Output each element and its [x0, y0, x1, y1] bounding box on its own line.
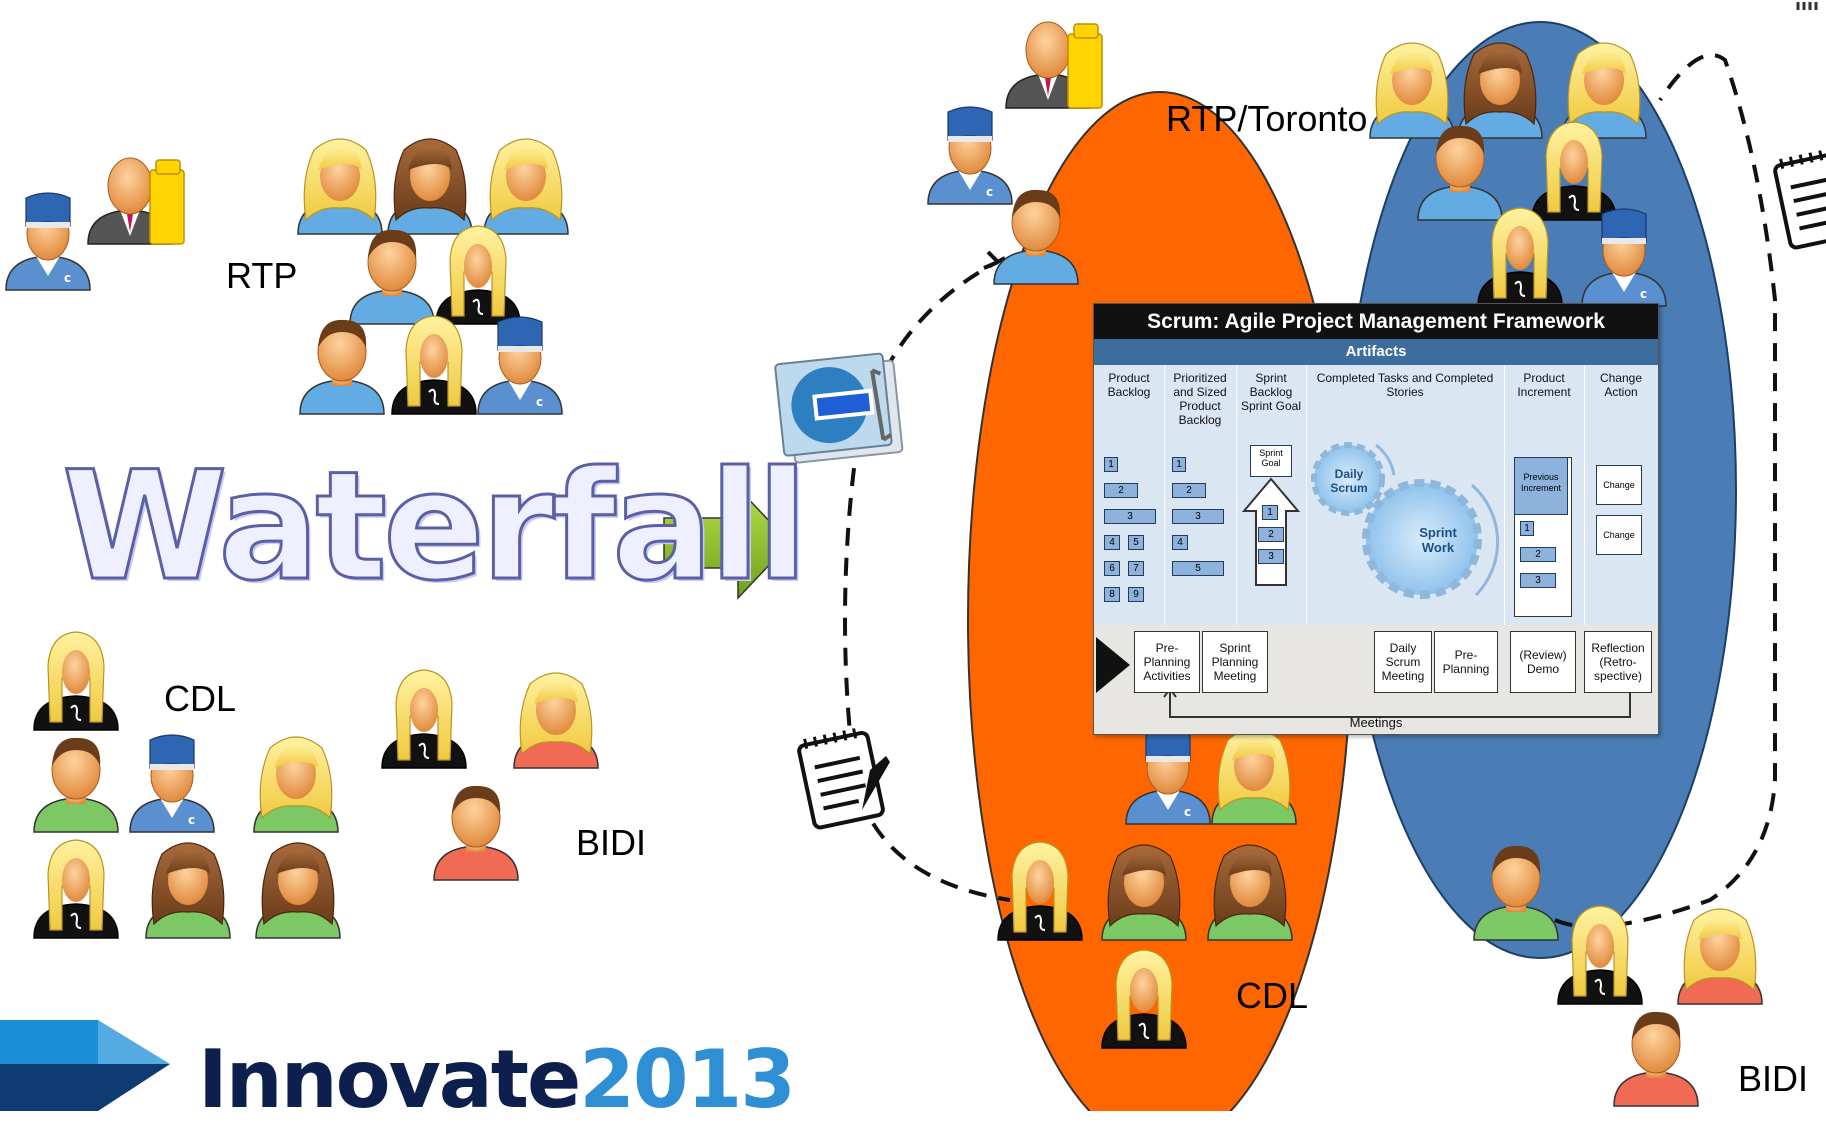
sprint-item: 1	[1262, 505, 1278, 520]
increment-item: 3	[1520, 573, 1556, 588]
corner-mark	[1796, 2, 1818, 10]
backlog-item: 9	[1128, 587, 1144, 602]
notepad-icon	[1772, 146, 1826, 251]
backlog-item: 4	[1104, 535, 1120, 550]
column-header: Prioritized and Sized Product Backlog	[1173, 371, 1227, 427]
person-icon	[1613, 1011, 1699, 1107]
sprint-item: 2	[1258, 527, 1284, 542]
person-icon	[1677, 908, 1763, 1005]
meeting-daily-scrum: Daily Scrum Meeting	[1374, 631, 1432, 693]
label-rtp-toronto: RTP/Toronto	[1166, 98, 1368, 139]
backlog-item: 1	[1172, 457, 1186, 472]
previous-increment-box: Previous Increment	[1514, 457, 1568, 515]
backlog-item: 3	[1172, 509, 1224, 524]
backlog-item: 6	[1104, 561, 1120, 576]
completed-column: Completed Tasks and Completed Stories Da…	[1306, 365, 1505, 625]
meeting-reflection: Reflection (Retro-spective)	[1584, 631, 1652, 693]
prioritized-backlog-column: Prioritized and Sized Product Backlog 1 …	[1164, 365, 1237, 625]
label-bidi-left: BIDI	[576, 822, 647, 863]
increment-item: 2	[1520, 547, 1556, 562]
change-action-column: Change Action Change Change	[1584, 365, 1658, 625]
person-icon	[477, 316, 563, 415]
product-backlog-column: Product Backlog 1 2 3 4 5 6 7 8 9	[1094, 365, 1165, 625]
change-box: Change	[1596, 465, 1642, 505]
backlog-item: 5	[1172, 561, 1224, 576]
notepad-icon	[796, 726, 892, 831]
artifacts-header: Artifacts	[1094, 339, 1658, 365]
backlog-item: 1	[1104, 457, 1118, 472]
meeting-review-demo: (Review) Demo	[1510, 631, 1576, 693]
backlog-item: 5	[1128, 535, 1144, 550]
meetings-area: Pre-Planning Activities Sprint Planning …	[1094, 625, 1658, 734]
label-rtp: RTP	[226, 255, 298, 296]
iteration-loop	[843, 53, 1777, 929]
person-icon	[255, 842, 341, 939]
person-icon	[5, 192, 91, 291]
backlog-item: 4	[1172, 535, 1188, 550]
manager-icon	[1005, 21, 1103, 109]
person-icon	[513, 672, 599, 769]
person-icon	[253, 736, 339, 833]
change-box: Change	[1596, 515, 1642, 555]
label-cdl-right: CDL	[1236, 975, 1309, 1016]
person-icon	[33, 737, 119, 833]
person-icon	[33, 631, 119, 731]
logo-year: 2013	[579, 1033, 796, 1126]
label-cdl-left: CDL	[164, 678, 237, 719]
person-icon	[299, 319, 385, 415]
sprint-work-label: Sprint Work	[1419, 525, 1457, 555]
product-increment-column: Product Increment Previous Increment 1 2…	[1504, 365, 1585, 625]
logo-word: Innovate	[198, 1033, 581, 1126]
person-icon	[349, 229, 435, 325]
label-bidi-right: BIDI	[1738, 1058, 1809, 1099]
scrum-framework-panel: Scrum: Agile Project Management Framewor…	[1093, 303, 1659, 735]
person-icon	[1369, 42, 1455, 139]
person-icon	[381, 669, 467, 769]
planning-card-icon	[774, 352, 904, 464]
increment-item: 1	[1520, 521, 1534, 536]
sprint-item: 3	[1258, 549, 1284, 564]
column-header: Product Backlog	[1107, 371, 1151, 399]
sprint-goal-box: Sprint Goal	[1250, 445, 1292, 477]
backlog-item: 8	[1104, 587, 1120, 602]
backlog-item: 3	[1104, 509, 1156, 524]
column-header: Change Action	[1599, 371, 1643, 399]
innovate-logo-mark	[0, 1020, 170, 1111]
manager-icon	[87, 157, 185, 245]
person-icon	[433, 785, 519, 881]
scrum-title: Scrum: Agile Project Management Framewor…	[1094, 304, 1658, 339]
backlog-item: 2	[1104, 483, 1138, 498]
backlog-item: 7	[1128, 561, 1144, 576]
loop-arrowhead	[983, 250, 1000, 270]
sprint-backlog-column: Sprint Backlog Sprint Goal Sprint Goal 1…	[1236, 365, 1307, 625]
person-icon	[33, 839, 119, 939]
person-icon	[435, 225, 521, 325]
daily-scrum-label: Daily Scrum	[1330, 467, 1368, 495]
person-icon	[129, 734, 215, 833]
meetings-label: Meetings	[1349, 715, 1403, 730]
person-icon	[297, 138, 383, 235]
backlog-item: 2	[1172, 483, 1206, 498]
person-icon	[145, 842, 231, 939]
person-icon	[391, 315, 477, 415]
person-icon	[387, 138, 473, 235]
artifacts-area: Product Backlog 1 2 3 4 5 6 7 8 9 Priori…	[1094, 365, 1658, 625]
transition-arrow	[663, 486, 792, 600]
bidi-team-right	[1557, 905, 1763, 1107]
column-header: Completed Tasks and Completed Stories	[1316, 371, 1494, 399]
bidi-team-left	[381, 669, 599, 881]
meeting-pre-planning: Pre-Planning	[1434, 631, 1498, 693]
innovate-logo-text: Innovate2013	[198, 1040, 796, 1120]
meeting-pre-planning-activities: Pre-Planning Activities	[1134, 631, 1200, 693]
sprint-cycle-graphic	[1311, 442, 1500, 599]
column-header: Product Increment	[1517, 371, 1571, 399]
person-icon	[927, 106, 1013, 205]
meeting-sprint-planning: Sprint Planning Meeting	[1202, 631, 1268, 693]
waterfall-title: Waterfall	[60, 440, 809, 614]
column-header: Sprint Backlog Sprint Goal	[1240, 371, 1302, 413]
person-icon	[483, 138, 569, 235]
